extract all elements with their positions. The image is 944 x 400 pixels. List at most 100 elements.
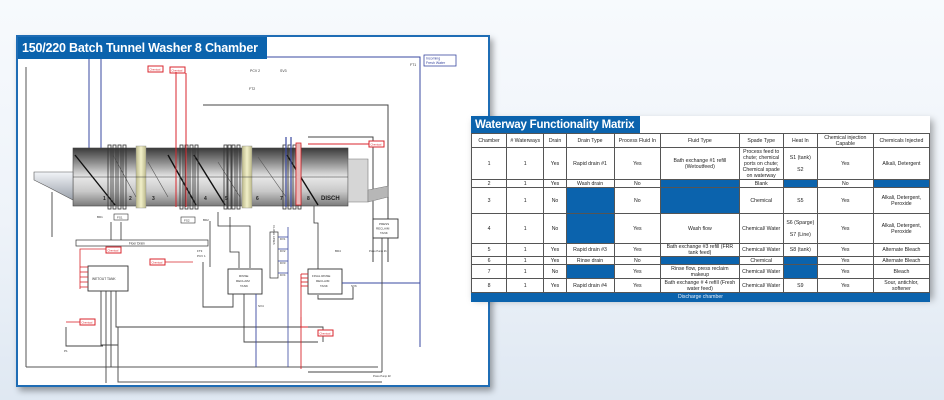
cell-fluid-type: Bath exchange # 4 refill (Fresh water fe… [660,278,740,293]
svg-text:Fresh Water: Fresh Water [426,61,446,65]
bd1-label: BD1 [97,215,103,219]
cell-drain-type: Rinse drain [565,256,615,265]
p1-label: P1 [64,349,68,353]
chamber-number: 2 [129,196,132,202]
svg-text:Incoming: Incoming [426,57,440,61]
cell-chemicals: Sour, antichlor, softener [872,278,931,293]
cell-chamber: 3 [470,187,508,214]
ft1-label: FT1 [410,63,416,67]
cell-fluid-type [660,187,740,214]
cell-chem-capable: No [816,179,874,188]
svg-text:Chemical: Chemical [82,321,93,325]
waterway-matrix-panel: Waterway Functionality Matrix Chamber# W… [470,116,931,302]
cell-chemicals: Alkali, Detergent [872,147,931,180]
fs2-box: FS2 [180,216,196,224]
svg-text:FLUSH LINES: FLUSH LINES [272,225,276,244]
cell-chemicals [872,179,931,188]
svg-text:RECLAIM: RECLAIM [236,279,250,283]
svg-text:RINSE: RINSE [239,274,248,278]
cell-drain-type: Wash drain [565,179,615,188]
final-rinse-reclaim-tank: FINAL RINSE RECLAIM TANK [307,268,343,295]
column-header: Fluid Type [660,133,740,148]
svg-text:RECLAIM: RECLAIM [316,279,330,283]
cell-chamber: 4 [470,213,508,244]
svg-text:Chemical: Chemical [108,249,119,253]
cell-spade-type: Process feed to chute; chemical ports on… [738,147,784,180]
cell-chemicals: Alkali, Detergent, Peroxide [872,187,931,214]
svg-text:TANK: TANK [240,284,249,288]
tunnel-washer-schematic: Incoming Fresh Water FT1 PCV 2 SV3 FT2 C… [25,54,457,383]
svg-text:FS2: FS2 [184,219,190,223]
cell-chemicals: Bleach [872,264,931,279]
cell-process-fluid-in: No [613,179,662,188]
column-header: Chamber [470,133,508,148]
sv6-label: SV6 [351,284,357,288]
column-header: Drain [543,133,567,148]
svg-text:TANK: TANK [380,231,388,235]
cell-process-fluid-in: Yes [613,278,662,293]
chamber-number: 8 [307,196,310,202]
cell-chamber: 7 [470,264,508,279]
cell-heat-in [782,264,818,279]
dv1-label: DV1 [280,237,286,241]
chemical-box-fs: Chemical [149,258,166,266]
cell-drain-type: Rapid drain #1 [565,147,615,180]
return-loop [117,327,382,383]
cell-chamber: 6 [470,256,508,265]
svg-text:FS1: FS1 [117,216,123,220]
cell-process-fluid-in: Yes [613,147,662,180]
column-header: Chemical injection Capable [816,133,874,148]
chemical-box-top-2: Chemical [169,66,186,74]
cell-chem-capable: Yes [816,278,874,293]
cell-heat-in [782,256,818,265]
cell-spade-type: Chemical/ Water [738,243,784,257]
cell-drain-type: Rapid drain #4 [565,278,615,293]
column-header: Chemicals Injected [872,133,931,148]
cell-spade-type: Blank [738,179,784,188]
cell-waterways: 1 [506,187,545,214]
svg-text:WETOUT TANK: WETOUT TANK [92,277,116,281]
fs1-box: FS1 [113,213,129,221]
cell-fluid-type [660,256,740,265]
chemical-box-bottom-left: Chemical [79,318,96,326]
column-header: Process Fluid In [613,133,662,148]
cell-chem-capable: Yes [816,213,874,244]
dv4-label: DV4 [280,273,286,277]
svg-text:PRESS: PRESS [379,222,389,226]
diagram-title: 150/220 Batch Tunnel Washer 8 Chamber [18,37,267,59]
chamber-number: 7 [280,196,283,202]
svg-text:Chemical: Chemical [320,332,331,336]
cell-process-fluid-in: No [613,256,662,265]
cell-waterways: 1 [506,278,545,293]
cell-chem-capable: Yes [816,243,874,257]
tunnel-washer-diagram-panel: Incoming Fresh Water FT1 PCV 2 SV3 FT2 C… [16,35,490,387]
sv3-label: SV3 [280,69,287,73]
svg-text:Chemical: Chemical [172,69,183,73]
cell-spade-type: Chemical [738,187,784,214]
cell-chamber: 2 [470,179,508,188]
incoming-fresh-water-box: Incoming Fresh Water [423,54,457,67]
column-header: Heat In [782,133,818,148]
cell-chamber: 8 [470,278,508,293]
cell-fluid-type: Rinse flow, press reclaim makeup [660,264,740,279]
cell-drain: Yes [543,256,567,265]
cell-spade-type: Chemical [738,256,784,265]
cell-process-fluid-in: Yes [613,213,662,244]
cell-chem-capable: Yes [816,264,874,279]
svg-text:RECLAIM: RECLAIM [376,227,390,231]
dv2-label: DV2 [280,249,286,253]
cell-chamber: 1 [470,147,508,180]
cell-spade-type: Chemical/ Water [738,213,784,244]
cell-fluid-type: Wash flow [660,213,740,244]
dv3-label: DV3 [280,261,286,265]
column-header: Spade Type [738,133,784,148]
chamber-number: 3 [152,196,155,202]
chamber-number: 5 [225,196,228,202]
pcv1-label: PCV 1 [197,254,206,258]
